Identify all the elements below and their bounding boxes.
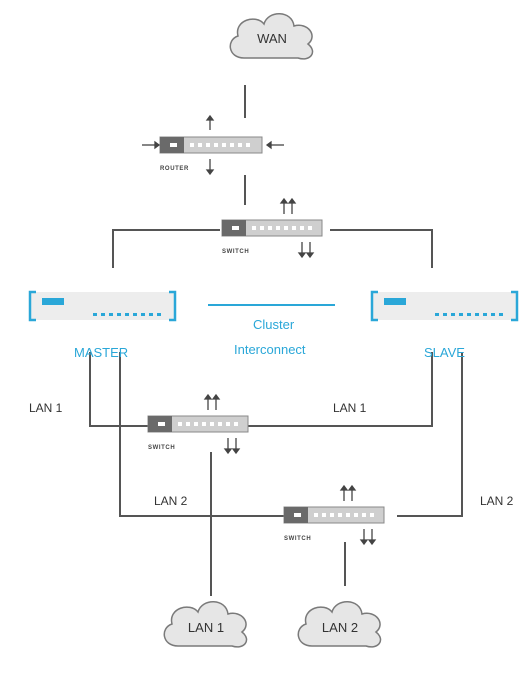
- lan1-switch-device: [147, 415, 249, 433]
- wan-cloud-label: WAN: [257, 31, 287, 46]
- lan1-switch-arrows: [203, 393, 241, 455]
- router-device: [159, 136, 263, 154]
- top-switch-device: [221, 219, 323, 237]
- lan2-switch-device: [283, 506, 385, 524]
- master-lan2-label: LAN 2: [154, 494, 188, 508]
- cluster-interconnect-label-2: Interconnect: [234, 342, 306, 357]
- slave-lan2-link: [397, 352, 463, 517]
- router-caption: ROUTER: [160, 166, 189, 172]
- lan2-cloud-label: LAN 2: [321, 620, 359, 635]
- master-label: MASTER: [74, 345, 129, 360]
- switch-master-link: [112, 229, 220, 268]
- lan1-cloud-label: LAN 1: [187, 620, 225, 635]
- switch-slave-link: [330, 229, 433, 268]
- slave-label: SLAVE: [424, 345, 465, 360]
- lan2-switch-arrows: [339, 484, 377, 546]
- top-switch-arrows: [279, 197, 315, 259]
- slave-device: [370, 290, 519, 322]
- master-device: [28, 290, 177, 322]
- slave-lan1-link: [248, 352, 433, 427]
- connection-lines: [89, 85, 463, 596]
- slave-lan2-label: LAN 2: [480, 494, 514, 508]
- lan2-switch-caption: SWITCH: [284, 536, 312, 542]
- slave-lan1-label: LAN 1: [333, 401, 367, 415]
- master-lan2-link: [119, 352, 285, 517]
- master-lan1-label: LAN 1: [29, 401, 63, 415]
- lan1-switch-caption: SWITCH: [148, 445, 176, 451]
- top-switch-caption: SWITCH: [222, 249, 250, 255]
- master-lan1-link: [89, 352, 150, 427]
- router-arrows: [142, 114, 284, 176]
- cluster-interconnect-label-1: Cluster: [253, 317, 295, 332]
